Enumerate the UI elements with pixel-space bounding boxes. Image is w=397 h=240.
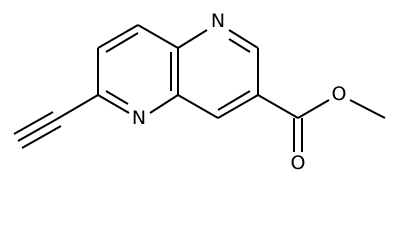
ring-bond-c8a-n1 [177,29,208,49]
alkyne-to-ring-bond [56,94,99,120]
ring-double-bond-c3-c4-inner [217,90,251,111]
atom-n-top: N [211,10,225,32]
ring-bond-c8-c7 [97,24,139,49]
alkyne-triple-bond-line-1 [13,111,54,135]
atom-label-n-bottom: N [132,107,146,129]
ring-bond-c8a-c8 [137,24,179,49]
alkyne-triple-bond-line-2 [17,118,58,142]
ring-bond-c6-n5 [97,94,130,114]
atom-n-bottom: N [132,107,146,129]
ring-bond-c4-c4a [177,94,219,119]
atom-label-o-ester: O [332,83,347,105]
atom-label-o-carbonyl: O [291,152,306,174]
ring-double-bond-c7-c8-inner [105,32,139,53]
ester-oxygen-to-methyl-bond [349,99,386,119]
bond-group [13,24,386,152]
atom-o-ester: O [332,83,347,105]
carbonyl-to-ester-oxygen-bond [297,99,330,119]
ring-bond-n1-c2 [228,29,259,49]
ring-to-carbonyl-bond [257,94,299,119]
atom-o-carbonyl: O [291,152,306,174]
alkyne-triple-bond-line-3 [21,125,62,149]
molecule-structure-diagram: N N O O [13,10,386,174]
ring-double-bond-n1-c2-inner [228,38,251,53]
ring-double-bond-c6-n5-inner [105,90,129,105]
ring-bond-c3-c4 [217,94,259,119]
ring-bond-n5-c4a [149,94,179,114]
atom-label-n-top: N [211,10,225,32]
